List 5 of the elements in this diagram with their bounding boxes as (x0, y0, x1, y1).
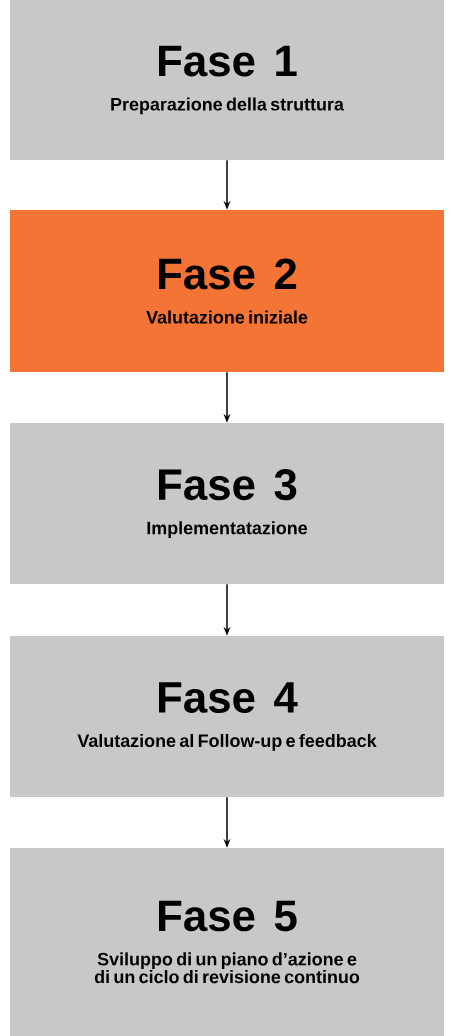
phase-box: Fase 4 Valutazione al Follow-up e feedback (10, 636, 444, 797)
phase-box: Fase 2 Valutazione iniziale (10, 210, 444, 372)
phase-box: Fase 5 Sviluppo di un piano d’azione e di un ciclo di revisione continuo (10, 848, 444, 1036)
phase-box: Fase 3 Implementatazione (10, 423, 444, 584)
phase-box: Fase 1 Preparazione della struttura (10, 0, 444, 160)
